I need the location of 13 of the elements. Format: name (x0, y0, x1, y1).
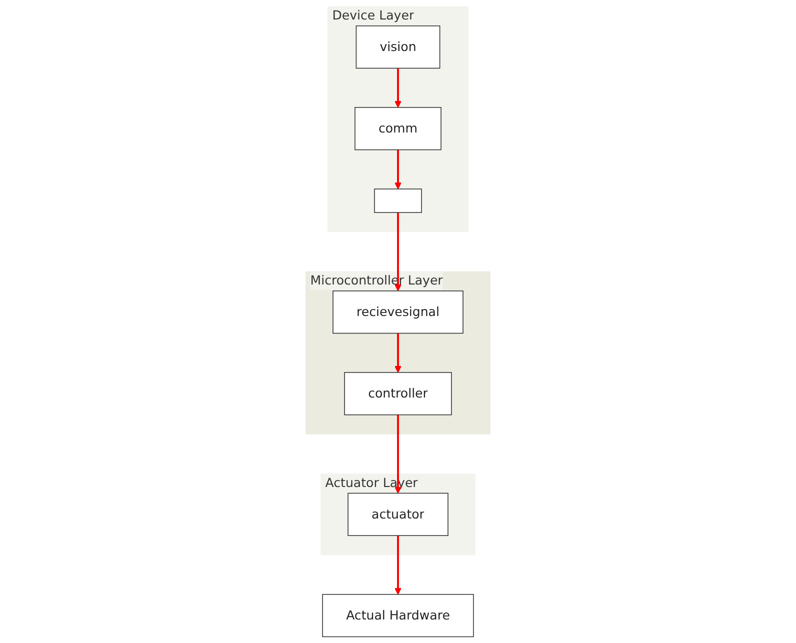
node-box: comm (354, 107, 442, 150)
arrow (394, 414, 402, 494)
arrow (394, 333, 402, 373)
node-box: controller (344, 372, 452, 416)
node-box: Actual Hardware (322, 594, 474, 638)
arrow (394, 150, 402, 190)
arrow (394, 68, 402, 108)
arrow (394, 212, 402, 292)
node-box: recievesignal (332, 290, 464, 334)
node-box: actuator (348, 492, 448, 536)
node-box: vision (356, 25, 440, 69)
arrow (394, 536, 402, 595)
node-box (374, 188, 422, 213)
